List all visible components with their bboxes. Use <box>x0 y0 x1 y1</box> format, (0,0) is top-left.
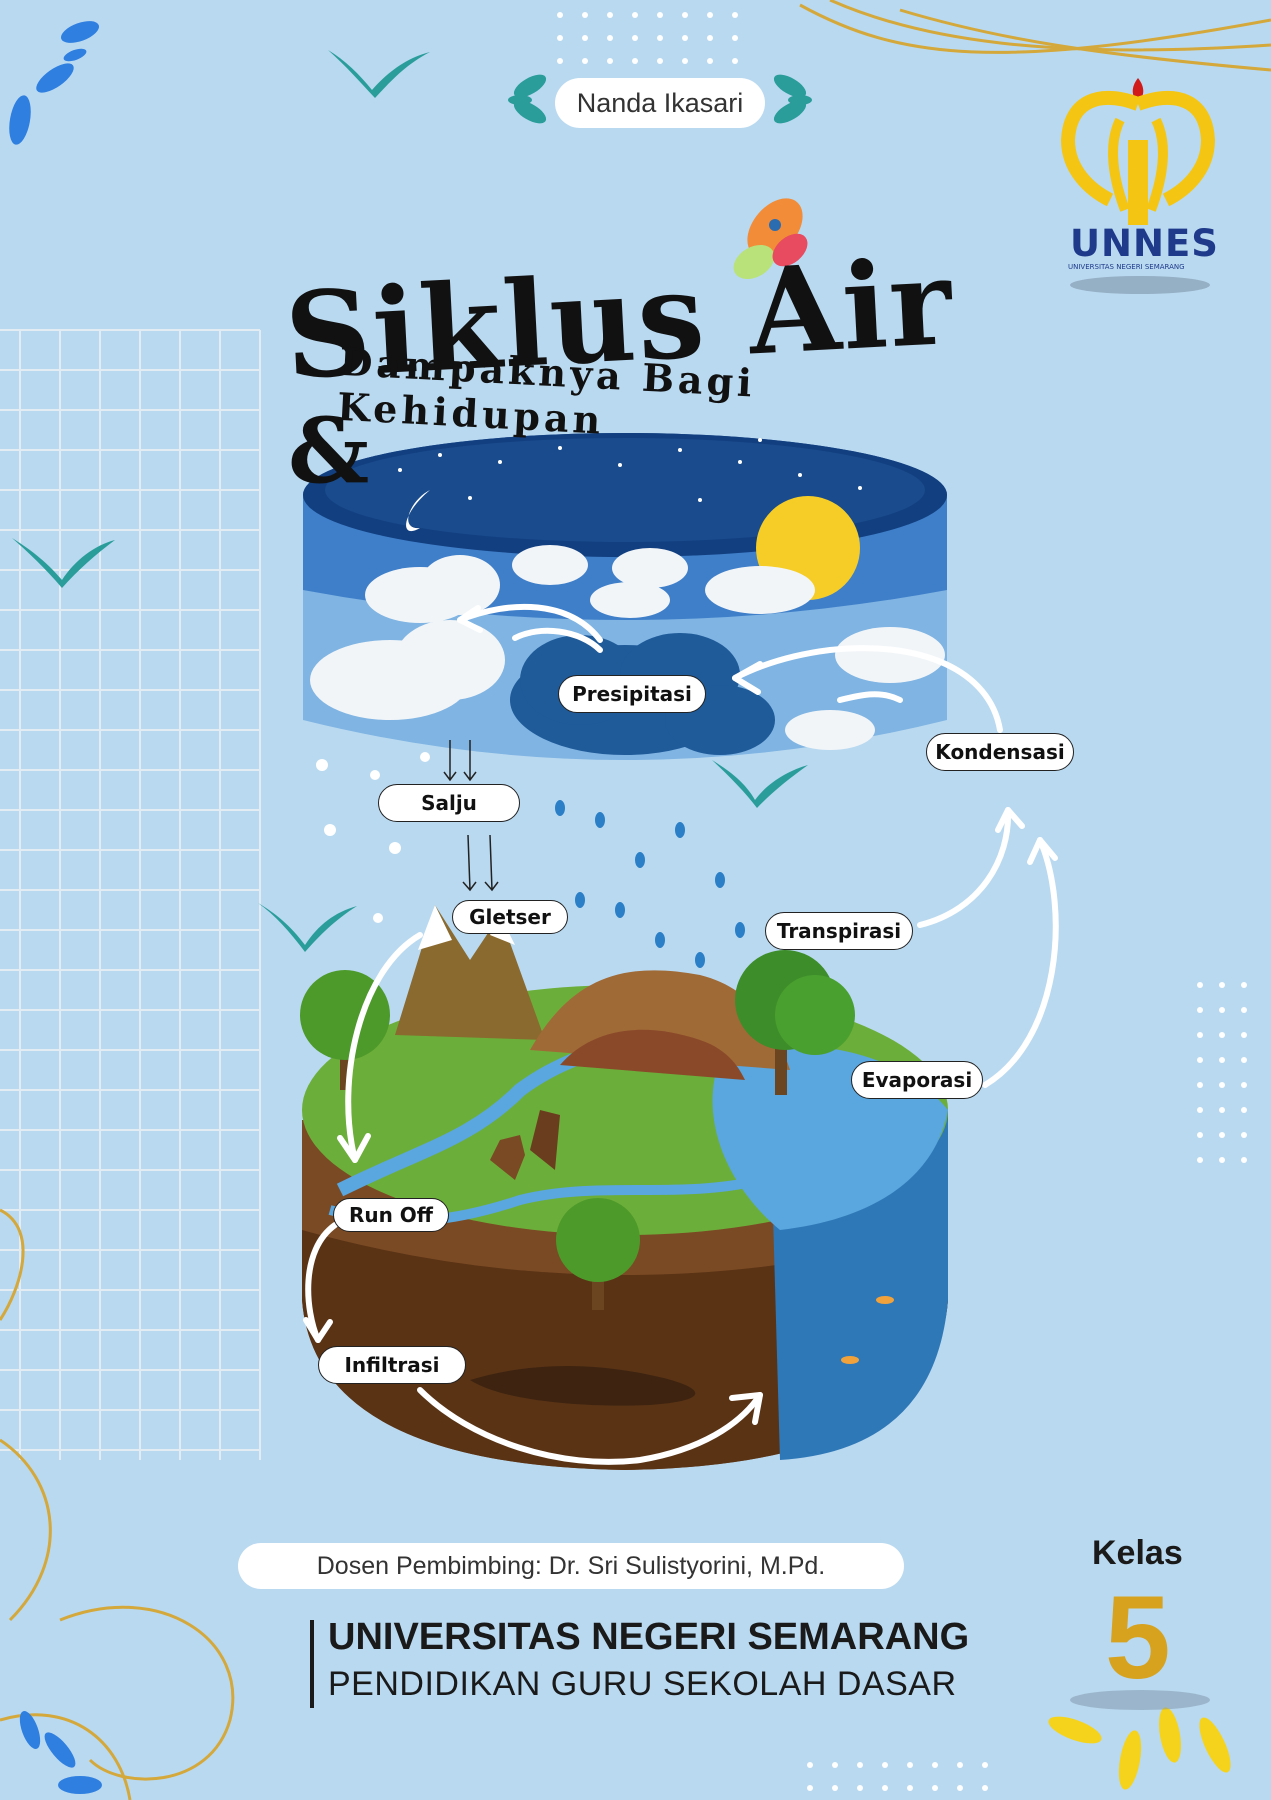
grid-decoration <box>0 329 261 1460</box>
study-program: PENDIDIKAN GURU SEKOLAH DASAR <box>328 1665 957 1703</box>
label-transpirasi: Transpirasi <box>765 912 913 950</box>
class-number: 5 <box>1105 1572 1171 1704</box>
deer-icon <box>530 1110 560 1170</box>
leaf-ornament-right <box>773 74 812 124</box>
tree-icon <box>556 1198 640 1310</box>
bird-icon <box>328 50 430 98</box>
dot-pattern-right <box>1197 982 1247 1163</box>
label-run-off: Run Off <box>333 1198 449 1232</box>
unnes-logo-subtitle: UNIVERSITAS NEGERI SEMARANG <box>1068 263 1185 271</box>
butterfly-icon <box>733 198 808 280</box>
advisor-line: Dosen Pembimbing: Dr. Sri Sulistyorini, … <box>238 1543 904 1589</box>
unnes-logo-icon <box>1060 78 1216 294</box>
blue-dash-decoration-top <box>9 21 100 145</box>
university-name: UNIVERSITAS NEGERI SEMARANG <box>328 1616 970 1658</box>
moon-icon <box>406 490 430 532</box>
class-label: Kelas <box>1092 1534 1183 1572</box>
label-kondensasi: Kondensasi <box>926 733 1074 771</box>
tree-icon <box>735 950 855 1095</box>
yellow-rays <box>1048 1707 1231 1790</box>
bird-icon <box>712 760 808 808</box>
label-infiltrasi: Infiltrasi <box>318 1346 466 1384</box>
dot-pattern-bottom <box>807 1762 988 1791</box>
fish-icon <box>841 1356 859 1364</box>
water-cycle-diagram <box>300 433 1059 1470</box>
label-presipitasi: Presipitasi <box>558 675 706 713</box>
title-ampersand: & <box>288 398 370 504</box>
divider <box>310 1620 314 1708</box>
blue-dash-decoration-bottom <box>19 1711 102 1794</box>
tree-icon <box>300 970 390 1090</box>
author-name: Nanda Ikasari <box>555 78 765 128</box>
gold-swirl-left <box>0 1208 235 1800</box>
bird-icon <box>258 903 357 952</box>
grade-shadow <box>1070 1690 1210 1710</box>
gold-swirl-top-right <box>799 0 1271 72</box>
label-gletser: Gletser <box>452 900 568 934</box>
unnes-logo-text: UNNES <box>1070 222 1219 265</box>
leaf-ornament-left <box>508 74 547 124</box>
deer-icon <box>490 1135 525 1180</box>
dot-pattern-top <box>557 12 738 64</box>
label-evaporasi: Evaporasi <box>851 1061 983 1099</box>
fish-icon <box>876 1296 894 1304</box>
label-salju: Salju <box>378 784 520 822</box>
bird-icon <box>12 538 115 588</box>
